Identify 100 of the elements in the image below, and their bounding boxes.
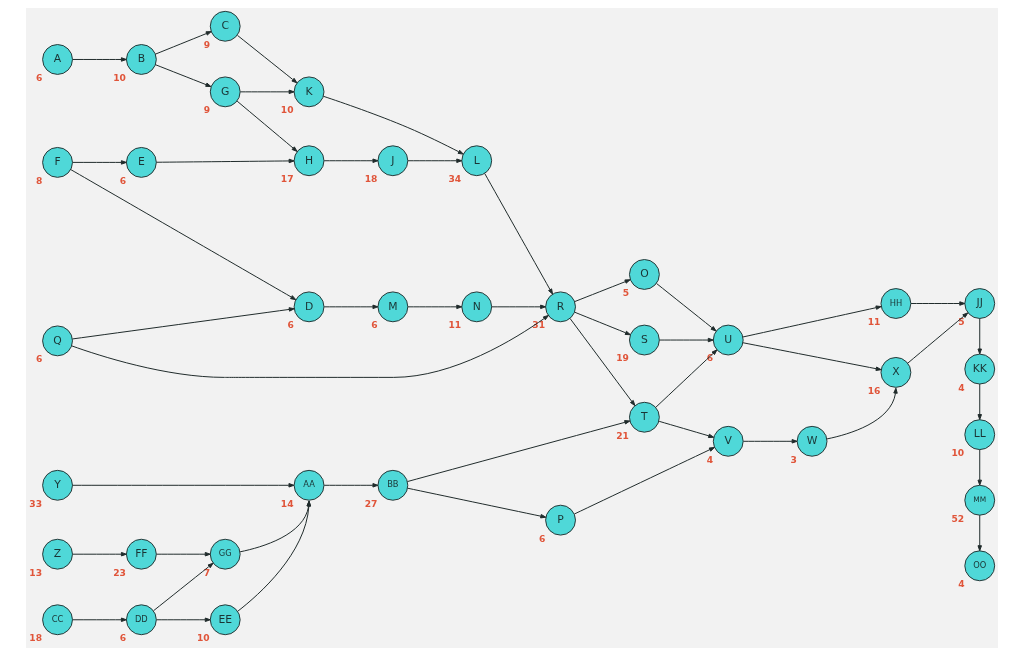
node-label: 6 <box>119 633 127 644</box>
node-label: 21 <box>616 430 629 441</box>
arrow <box>154 64 212 88</box>
arrow <box>658 420 715 439</box>
node-circle: MM <box>964 484 996 516</box>
node-circle: X <box>880 357 912 388</box>
node-circle: W <box>796 425 828 457</box>
node-label: 23 <box>113 567 126 578</box>
node-circle: F <box>42 147 73 178</box>
node-label: 10 <box>113 72 126 83</box>
node-circle: DD <box>126 604 157 636</box>
node-label: 14 <box>280 498 294 509</box>
node-circle: A <box>42 44 73 75</box>
node-circle: S <box>629 324 660 356</box>
arrow <box>826 387 898 440</box>
arrow <box>659 337 714 343</box>
arrow <box>323 158 379 163</box>
arrow <box>977 318 982 355</box>
arrow <box>977 383 982 421</box>
node-label: 11 <box>867 316 881 327</box>
node-circle: EE <box>209 604 241 636</box>
arrow <box>574 279 631 303</box>
node-label: 3 <box>790 454 797 465</box>
node-label: 5 <box>622 287 630 298</box>
node-label: 9 <box>203 105 210 116</box>
node-circle: HH <box>880 288 912 319</box>
node-label: 4 <box>958 382 965 393</box>
node-label: 10 <box>196 633 210 644</box>
node-circle: Y <box>42 469 73 501</box>
node-label: 31 <box>532 320 546 331</box>
arrow <box>977 514 982 552</box>
node-label: 19 <box>616 353 629 364</box>
node-circle: M <box>377 291 409 323</box>
arrow <box>70 169 297 301</box>
arrow <box>154 31 212 55</box>
node-label: 18 <box>364 174 378 185</box>
node-circle: LL <box>964 419 996 451</box>
arrow <box>574 311 631 336</box>
node-circle: O <box>629 259 660 290</box>
node-circle: B <box>126 44 157 75</box>
node-label: 5 <box>958 316 965 327</box>
arrow <box>322 95 464 155</box>
node-label: 11 <box>448 320 462 331</box>
arrow <box>491 304 547 310</box>
node-circle: KK <box>964 353 996 385</box>
arrow <box>910 301 966 306</box>
arrow <box>407 487 547 519</box>
node-label: 6 <box>35 72 43 83</box>
node-label: 33 <box>29 498 43 509</box>
node-circle: OO <box>964 550 996 582</box>
node-circle: J <box>377 145 409 177</box>
node-circle: CC <box>42 604 73 636</box>
arrow <box>742 342 882 371</box>
node-circle: Z <box>42 538 73 570</box>
node-circle: R <box>545 291 576 323</box>
node-label: 4 <box>958 579 965 590</box>
arrow <box>907 312 969 364</box>
arrow <box>72 160 127 165</box>
arrow <box>72 57 127 62</box>
arrow <box>656 283 717 332</box>
node-label: 10 <box>280 105 294 116</box>
node-circle: V <box>712 425 744 457</box>
node-label: 6 <box>538 533 546 544</box>
arrow <box>742 305 882 338</box>
node-label: 27 <box>364 498 378 509</box>
arrow <box>573 446 715 515</box>
arrow <box>236 34 298 84</box>
node-label: 6 <box>371 320 378 331</box>
arrow <box>655 349 718 408</box>
node-circle: G <box>209 76 241 108</box>
node-label: 6 <box>287 320 294 331</box>
arrow <box>484 172 554 295</box>
arrow <box>72 551 127 557</box>
node-label: 6 <box>35 354 43 365</box>
node-label: 10 <box>951 448 965 459</box>
node-circle: BB <box>377 469 409 501</box>
node-circle: FF <box>126 538 157 570</box>
node-circle: N <box>461 291 493 323</box>
node-circle: P <box>545 504 576 536</box>
node-label: 16 <box>867 385 881 396</box>
arrow <box>239 89 295 95</box>
node-circle: D <box>293 291 325 323</box>
node-circle: C <box>209 10 241 42</box>
node-label: 7 <box>203 567 210 578</box>
arrow <box>156 617 211 622</box>
arrow <box>323 483 379 488</box>
node-label: 4 <box>706 454 714 465</box>
node-circle: Q <box>42 325 73 357</box>
node-label: 34 <box>448 174 462 185</box>
node-label: 13 <box>29 567 43 578</box>
node-circle: E <box>126 147 157 178</box>
node-label: 17 <box>280 174 294 185</box>
arrow <box>156 551 211 557</box>
node-label: 9 <box>203 39 210 50</box>
arrow <box>742 439 798 444</box>
arrow <box>323 304 379 310</box>
arrow <box>72 483 295 488</box>
arrow <box>155 158 295 164</box>
node-label: 52 <box>951 513 965 524</box>
node-label: 6 <box>119 175 127 186</box>
